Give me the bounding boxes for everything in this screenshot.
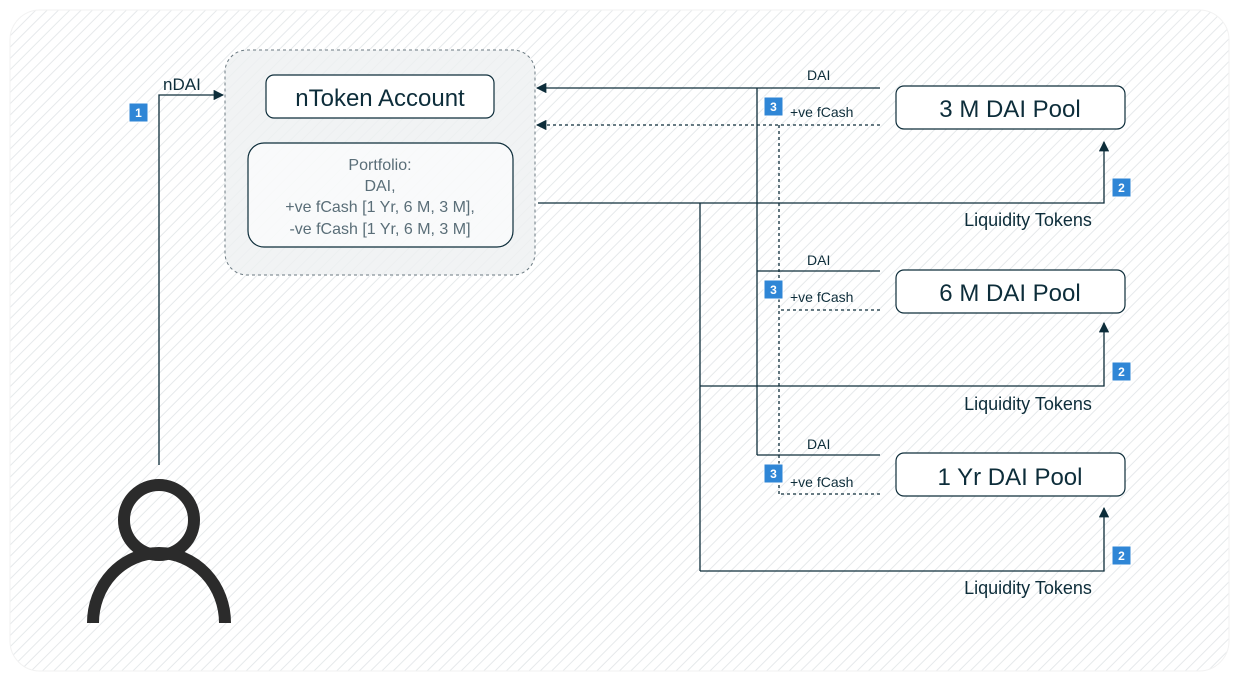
portfolio-box: Portfolio: DAI, +ve fCash [1 Yr, 6 M, 3 …: [247, 142, 514, 248]
pool-name: 6 M DAI Pool: [939, 280, 1080, 307]
step-3-badge: 3: [763, 96, 784, 117]
fcash-label: +ve fCash: [790, 289, 853, 305]
ndai-label: nDAI: [163, 75, 201, 94]
pool-name: 3 M DAI Pool: [939, 96, 1080, 123]
pool-box: [895, 269, 1126, 314]
pool-1yr: 1 Yr DAI Pool DAI +ve fCash 3 2 Liquidit…: [763, 436, 1132, 598]
step-2-badge: 2: [1111, 177, 1132, 198]
pool-6m: 6 M DAI Pool DAI +ve fCash 3 2 Liquidity…: [763, 252, 1132, 414]
pool-name: 1 Yr DAI Pool: [938, 464, 1083, 491]
liquidity-label: Liquidity Tokens: [964, 578, 1092, 598]
dai-label: DAI: [807, 67, 830, 83]
ndai-flow-arrow: [158, 89, 225, 465]
step-3-badge: 3: [763, 279, 784, 300]
liquidity-flow-6m: [700, 321, 1110, 387]
svg-text:3: 3: [770, 283, 777, 297]
svg-text:2: 2: [1118, 365, 1125, 379]
person-icon: [87, 479, 231, 624]
portfolio-line-1: Portfolio:: [348, 157, 411, 174]
dai-label: DAI: [807, 252, 830, 268]
dai-label: DAI: [807, 436, 830, 452]
svg-text:3: 3: [770, 467, 777, 481]
step-1-badge: 1: [128, 102, 149, 123]
pool-box: [895, 85, 1126, 130]
liquidity-label: Liquidity Tokens: [964, 210, 1092, 230]
ntoken-account-box: nToken Account: [265, 74, 495, 119]
fcash-label: +ve fCash: [790, 104, 853, 120]
liquidity-flow-3m: [538, 140, 1110, 204]
portfolio-line-4: -ve fCash [1 Yr, 6 M, 3 M]: [289, 221, 470, 238]
pool-3m: 3 M DAI Pool DAI +ve fCash 3 2 Liquidity…: [763, 67, 1132, 230]
svg-text:2: 2: [1118, 181, 1125, 195]
fcash-label: +ve fCash: [790, 474, 853, 490]
svg-text:3: 3: [770, 100, 777, 114]
pool-box: [895, 452, 1126, 497]
svg-text:1: 1: [135, 106, 142, 120]
portfolio-line-3: +ve fCash [1 Yr, 6 M, 3 M],: [285, 199, 475, 216]
step-2-badge: 2: [1111, 545, 1132, 566]
svg-text:2: 2: [1118, 549, 1125, 563]
step-2-badge: 2: [1111, 361, 1132, 382]
portfolio-line-2: DAI,: [364, 178, 395, 195]
step-3-badge: 3: [763, 463, 784, 484]
liquidity-label: Liquidity Tokens: [964, 394, 1092, 414]
liquidity-flow-1yr: [700, 506, 1110, 572]
ntoken-account-title: nToken Account: [295, 85, 465, 112]
